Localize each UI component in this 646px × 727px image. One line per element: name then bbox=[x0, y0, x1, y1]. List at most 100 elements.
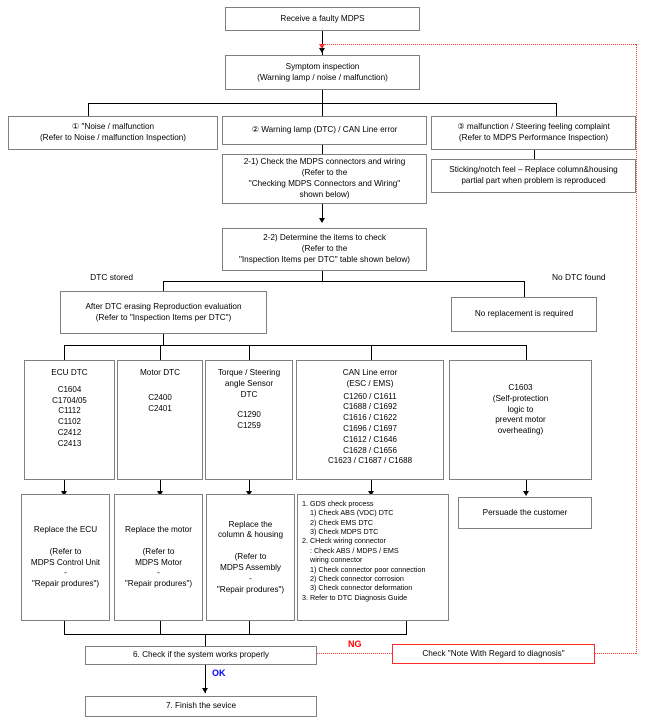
node-sticking-notch-label: Sticking/notch feel – Replace column&hou… bbox=[449, 165, 618, 185]
gds-step-line: 1) Check connector poor connection bbox=[310, 564, 426, 574]
node-replace-the-motor[interactable]: Replace the motor (Refer to MDPS Motor -… bbox=[114, 494, 203, 621]
gds-step-line: 3) Check MDPS DTC bbox=[310, 527, 379, 537]
gds-step-line: wiring connector bbox=[310, 555, 363, 565]
connector-to-motor-dtc bbox=[160, 345, 161, 360]
node-branch-3-label: ③ malfunction / Steering feeling complai… bbox=[457, 122, 610, 142]
connector-start-to-symptom bbox=[322, 31, 323, 55]
gds-step-line: 3) Check connector deformation bbox=[310, 583, 413, 593]
node-replace-the-ecu[interactable]: Replace the ECU (Refer to MDPS Control U… bbox=[21, 494, 110, 621]
label-ok: OK bbox=[212, 668, 226, 678]
label-ng: NG bbox=[348, 639, 362, 649]
node-can-dtc-title: CAN Line error (ESC / EMS) bbox=[342, 368, 398, 388]
connector-gds-down bbox=[406, 621, 407, 634]
connector-no-dtc-drop bbox=[524, 281, 525, 297]
connector-step22-down bbox=[322, 271, 323, 281]
arrow-torque-to-replace-column bbox=[245, 491, 252, 496]
label-no-dtc-found: No DTC found bbox=[552, 272, 606, 282]
node-torque-dtc-codes: C1290 C1259 bbox=[237, 410, 261, 431]
arrow-step21-to-step22 bbox=[318, 218, 325, 223]
connector-fan-left bbox=[88, 103, 89, 116]
node-c1603-self-protection[interactable]: C1603 (Self-protection logic to prevent … bbox=[449, 360, 592, 480]
node-step-6-label: 6. Check if the system works properly bbox=[132, 650, 270, 660]
arrow-start-to-symptom bbox=[318, 48, 325, 53]
connector-torque-to-replace-column bbox=[249, 480, 250, 494]
node-branch-1-noise-malfunction[interactable]: ① "Noise / malfunction (Refer to Noise /… bbox=[8, 116, 218, 150]
connector-branch2-to-step21 bbox=[322, 145, 323, 154]
node-can-line-error-dtc[interactable]: CAN Line error (ESC / EMS) C1260 / C1611… bbox=[296, 360, 444, 480]
node-ecu-dtc-codes: C1604 C1704/05 C1112 C1102 C2412 C2413 bbox=[52, 384, 87, 448]
node-after-dtc-erasing-reproduction[interactable]: After DTC erasing Reproduction evaluatio… bbox=[60, 291, 267, 334]
connector-fan-mid bbox=[322, 103, 323, 116]
node-torque-steering-sensor-dtc[interactable]: Torque / Steering angle Sensor DTC C1290… bbox=[205, 360, 293, 480]
node-replace-motor-label: Replace the motor (Refer to MDPS Motor -… bbox=[124, 525, 193, 589]
node-motor-dtc[interactable]: Motor DTC C2400 C2401 bbox=[117, 360, 203, 480]
node-motor-dtc-title: Motor DTC bbox=[139, 368, 181, 377]
connector-ecu-to-replace-ecu bbox=[64, 480, 65, 494]
node-replace-column-label: Replace the column & housing (Refer to M… bbox=[216, 519, 285, 594]
node-persuade-label: Persuade the customer bbox=[482, 507, 568, 517]
node-step-2-1-label: 2-1) Check the MDPS connectors and wirin… bbox=[243, 157, 406, 199]
connector-to-c1603 bbox=[526, 345, 527, 360]
connector-step21-to-step22 bbox=[322, 204, 323, 221]
ng-dotted-right-riser bbox=[636, 44, 637, 654]
node-c1603-label: C1603 (Self-protection logic to prevent … bbox=[492, 383, 549, 436]
node-persuade-the-customer[interactable]: Persuade the customer bbox=[458, 497, 592, 529]
gds-step-line: 2. CHeck wiring connector bbox=[302, 536, 386, 546]
node-ecu-dtc[interactable]: ECU DTC C1604 C1704/05 C1112 C1102 C2412… bbox=[24, 360, 115, 480]
node-step-6-check-system[interactable]: 6. Check if the system works properly bbox=[85, 646, 317, 665]
arrow-ng-return-to-symptom bbox=[318, 44, 325, 49]
ng-dotted-note-to-right bbox=[595, 653, 636, 654]
arrow-ecu-to-replace-ecu bbox=[60, 491, 67, 496]
gds-step-line: 1) Check ABS (VDC) DTC bbox=[310, 508, 394, 518]
connector-can-to-gds bbox=[371, 480, 372, 494]
node-no-replacement-label: No replacement is required bbox=[474, 309, 574, 319]
node-motor-dtc-codes: C2400 C2401 bbox=[148, 392, 172, 413]
connector-to-can-dtc bbox=[371, 345, 372, 360]
node-torque-dtc-title: Torque / Steering angle Sensor DTC bbox=[217, 368, 281, 399]
node-check-note-with-regard-to-diagnosis[interactable]: Check "Note With Regard to diagnosis" bbox=[392, 644, 595, 664]
gds-step-line: 1. GDS check process bbox=[302, 499, 374, 508]
connector-dtc-split-bus bbox=[163, 281, 524, 282]
connector-replace-column-down bbox=[249, 621, 250, 634]
node-no-replacement-required[interactable]: No replacement is required bbox=[451, 297, 597, 332]
connector-reproduction-down bbox=[163, 334, 164, 345]
node-symptom-inspection[interactable]: Symptom inspection (Warning lamp / noise… bbox=[225, 55, 420, 90]
node-reproduction-label: After DTC erasing Reproduction evaluatio… bbox=[85, 301, 242, 322]
node-replace-ecu-label: Replace the ECU (Refer to MDPS Control U… bbox=[30, 525, 101, 589]
node-sticking-notch-feel[interactable]: Sticking/notch feel – Replace column&hou… bbox=[431, 159, 636, 193]
node-branch-3-steering-feeling[interactable]: ③ malfunction / Steering feeling complai… bbox=[431, 116, 636, 150]
gds-step-line: 2) Check EMS DTC bbox=[310, 517, 374, 527]
connector-to-torque-dtc bbox=[249, 345, 250, 360]
connector-to-ecu-dtc bbox=[64, 345, 65, 360]
arrow-step6-to-step7 bbox=[201, 688, 208, 693]
connector-dtc-stored-drop bbox=[163, 281, 164, 291]
ng-dotted-step6-to-note bbox=[317, 653, 392, 654]
node-step-7-finish-service[interactable]: 7. Finish the sevice bbox=[85, 696, 317, 717]
connector-dtctype-bus bbox=[64, 345, 526, 346]
node-replace-column-and-housing[interactable]: Replace the column & housing (Refer to M… bbox=[206, 494, 295, 621]
node-branch-2-label: ② Warning lamp (DTC) / CAN Line error bbox=[251, 125, 398, 135]
gds-step-line: 2) Check connector corrosion bbox=[310, 573, 404, 583]
node-receive-faulty-mdps[interactable]: Receive a faulty MDPS bbox=[225, 7, 420, 31]
arrow-motor-to-replace-motor bbox=[156, 491, 163, 496]
connector-c1603-to-persuade bbox=[526, 480, 527, 494]
gds-step-line: 3. Refer to DTC Diagnosis Guide bbox=[302, 592, 408, 602]
node-step-2-2-determine-items[interactable]: 2-2) Determine the items to check (Refer… bbox=[222, 228, 427, 271]
node-can-dtc-codes: C1260 / C1611 C1688 / C1692 C1616 / C162… bbox=[327, 391, 413, 466]
node-receive-faulty-mdps-label: Receive a faulty MDPS bbox=[280, 13, 365, 23]
connector-branch3-to-sticking bbox=[534, 150, 535, 159]
connector-merge-bus bbox=[64, 634, 407, 635]
node-branch-2-warning-lamp[interactable]: ② Warning lamp (DTC) / CAN Line error bbox=[222, 116, 427, 145]
node-step-2-2-label: 2-2) Determine the items to check (Refer… bbox=[238, 233, 410, 264]
node-step-2-1-check-connectors[interactable]: 2-1) Check the MDPS connectors and wirin… bbox=[222, 154, 427, 204]
node-note-check-label: Check "Note With Regard to diagnosis" bbox=[422, 648, 565, 658]
connector-motor-to-replace-motor bbox=[160, 480, 161, 494]
connector-symptom-down bbox=[322, 90, 323, 103]
connector-merge-to-step6 bbox=[205, 634, 206, 646]
ng-dotted-top-return bbox=[322, 44, 636, 45]
connector-replace-motor-down bbox=[160, 621, 161, 634]
connector-step6-to-step7 bbox=[205, 665, 206, 693]
